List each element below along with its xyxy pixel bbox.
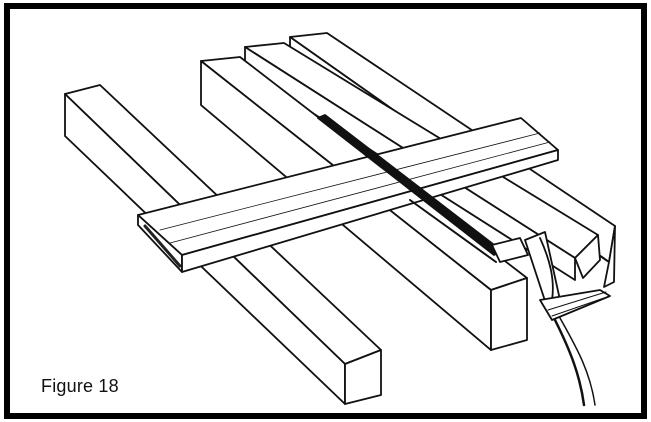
plank	[137, 117, 559, 273]
tool	[491, 231, 611, 407]
figure-border	[4, 3, 647, 419]
figure-caption: Figure 18	[41, 376, 119, 396]
